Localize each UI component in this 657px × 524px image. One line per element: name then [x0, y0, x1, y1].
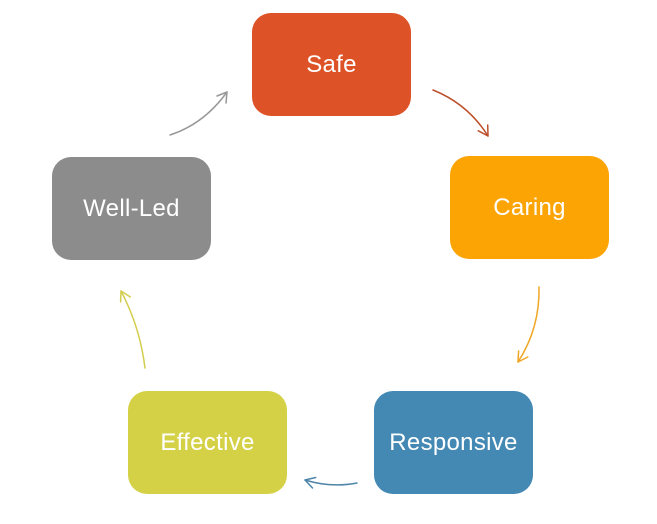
- node-effective: Effective: [128, 391, 287, 494]
- node-responsive-label: Responsive: [389, 428, 518, 456]
- arrow-curve: [432, 89, 489, 137]
- node-safe: Safe: [252, 13, 411, 116]
- arrow-head: [304, 476, 317, 489]
- arrow-caring-to-responsive: [517, 286, 540, 363]
- arrow-head: [517, 350, 529, 363]
- node-caring-label: Caring: [493, 193, 566, 221]
- arrow-responsive-to-effective: [304, 476, 358, 489]
- arrow-curve: [169, 91, 228, 136]
- arrow-curve: [304, 479, 358, 486]
- arrow-head: [477, 124, 489, 137]
- arrow-head: [216, 91, 228, 104]
- node-caring: Caring: [450, 156, 609, 259]
- node-well-led: Well-Led: [52, 157, 211, 260]
- node-effective-label: Effective: [160, 428, 255, 456]
- arrow-well-led-to-safe: [169, 91, 228, 136]
- arrow-curve: [120, 290, 146, 369]
- node-responsive: Responsive: [374, 391, 533, 494]
- arrow-head: [119, 290, 132, 303]
- arrow-curve: [517, 286, 540, 363]
- node-safe-label: Safe: [306, 50, 357, 78]
- node-well-led-label: Well-Led: [83, 194, 180, 222]
- arrow-effective-to-well-led: [119, 290, 146, 369]
- arrow-safe-to-caring: [432, 89, 489, 137]
